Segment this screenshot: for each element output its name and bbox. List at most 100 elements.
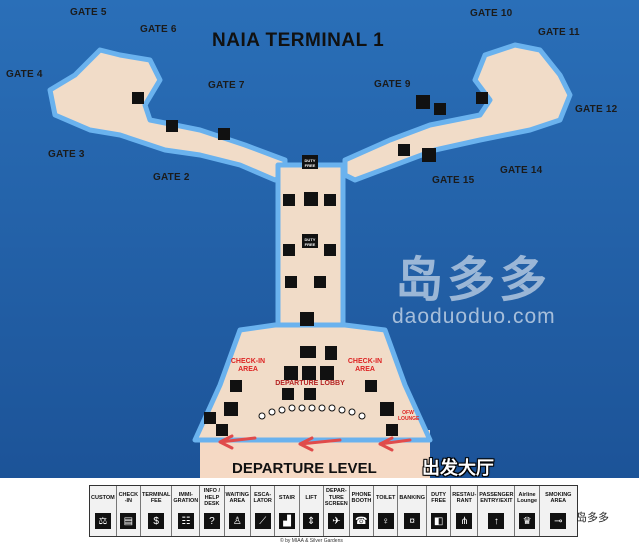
legend: CUSTOM ⚖ CHECK -IN ▤ TERMINAL FEE $ IMMI- GRAT… — [89, 485, 578, 537]
legend-item: PASSENGER ENTRY/EXIT ↑ — [478, 486, 516, 536]
escalator-icon — [324, 244, 336, 256]
gate-6-label: GATE 6 — [140, 24, 177, 35]
waiting-icon — [282, 388, 294, 400]
checkin-icon: ▤ — [120, 513, 137, 529]
duty-free-mid-label: DUTY FREE — [304, 237, 316, 247]
departure-icon: ✈ — [328, 513, 345, 529]
legend-item: CHECK -IN ▤ — [117, 486, 141, 536]
legend-item: DEPAR- TURE SCREEN ✈ — [324, 486, 350, 536]
legend-label: ESCA- LATOR — [253, 491, 272, 505]
watermark-url: daoduoduo.com — [392, 305, 556, 328]
legend-label: BANKING — [399, 494, 425, 501]
checkin-area-left: CHECK-IN AREA — [230, 358, 266, 373]
legend-label: WAITING AREA — [225, 491, 250, 505]
legend-item: SMOKING AREA⊸ — [540, 486, 577, 536]
legend-label: CUSTOM — [91, 494, 115, 501]
legend-label: DUTY FREE — [431, 491, 447, 505]
toilet-icon: ♀ — [377, 513, 394, 529]
lift-icon: ⇕ — [303, 513, 320, 529]
departure-icon — [320, 366, 334, 380]
legend-item: PHONE BOOTH ☎ — [350, 486, 375, 536]
restaurant-icon — [434, 103, 446, 115]
lift-icon — [285, 276, 297, 288]
banking-icon: ¤ — [404, 513, 421, 529]
info-icon — [302, 366, 316, 380]
checkin-area-right: CHECK-IN AREA — [347, 358, 383, 373]
legend-label: PASSENGER ENTRY/EXIT — [479, 491, 514, 505]
legend-item: LIFT ⇕ — [300, 486, 324, 536]
checkin-icon — [365, 380, 377, 392]
facility-icons — [132, 92, 488, 436]
entry-exit-icon: ↑ — [488, 513, 505, 529]
legend-label: TOILET — [375, 494, 396, 501]
restaurant-icon — [324, 194, 336, 206]
toilet-icon — [422, 148, 436, 162]
ofw-lounge-label: OFW LOUNGE — [398, 410, 420, 422]
phone-icon — [325, 346, 337, 360]
entry-exit-icon — [216, 424, 228, 436]
legend-item: TERMINAL FEE $ — [141, 486, 173, 536]
legend-label: DEPAR- TURE SCREEN — [324, 488, 348, 508]
gate-9-label: GATE 9 — [374, 79, 411, 90]
gate-12-label: GATE 12 — [575, 104, 618, 115]
legend-label: RESTAU- RANT — [452, 491, 477, 505]
departure-lobby-label: DEPARTURE LOBBY — [275, 380, 345, 387]
legend-item: WAITING AREA♙ — [225, 486, 252, 536]
credit-text: © by MIAA & Silver Gardens — [280, 538, 343, 544]
checkin-icon — [230, 380, 242, 392]
gate-3-label: GATE 3 — [48, 149, 85, 160]
legend-label: CHECK -IN — [118, 491, 139, 505]
smoking-icon — [283, 194, 295, 206]
stair-icon: ▟ — [278, 513, 295, 529]
legend-item: CUSTOM ⚖ — [90, 486, 117, 536]
terminal-fee-icon: $ — [148, 513, 165, 529]
escalator-icon — [218, 128, 230, 140]
gate-14-label: GATE 14 — [500, 165, 543, 176]
escalator-icon — [304, 388, 316, 400]
toilet-icon — [380, 402, 394, 416]
departure-level-cn-label: 出发大厅 — [422, 458, 494, 478]
restaurant-icon — [204, 412, 216, 424]
departure-icon — [284, 366, 298, 380]
legend-item: Airline Lounge ♛ — [515, 486, 540, 536]
legend-item: INFO / HELP DESK? — [200, 486, 225, 536]
legend-label: STAIR — [278, 494, 295, 501]
legend-item: ESCA- LATOR ⟋ — [251, 486, 276, 536]
banking-icon — [300, 346, 316, 358]
gate-7-label: GATE 7 — [208, 80, 245, 91]
checkin-counters — [258, 404, 366, 420]
legend-label: Airline Lounge — [517, 491, 537, 505]
duty-free-top-label: DUTY FREE — [304, 158, 316, 168]
toilet-icon — [304, 192, 318, 206]
entry-exit-icon — [386, 424, 398, 436]
legend-label: INFO / HELP DESK — [203, 488, 220, 508]
lounge-icon: ♛ — [519, 513, 536, 529]
legend-label: TERMINAL FEE — [142, 491, 171, 505]
restaurant-icon: ⋔ — [456, 513, 473, 529]
toilet-icon — [314, 276, 326, 288]
gate-10-label: GATE 10 — [470, 8, 513, 19]
legend-label: IMMI- GRATION — [173, 491, 199, 505]
customs-icon: ⚖ — [94, 513, 111, 529]
escalator-icon: ⟋ — [254, 513, 271, 529]
legend-item: IMMI- GRATION ☷ — [172, 486, 201, 536]
legend-item: DUTY FREE ◧ — [427, 486, 452, 536]
gate-15-label: GATE 15 — [432, 175, 475, 186]
legend-item: TOILET ♀ — [374, 486, 399, 536]
escalator-icon — [132, 92, 144, 104]
immigration-icon: ☷ — [177, 513, 194, 529]
duty-free-icon — [302, 155, 318, 169]
legend-label: LIFT — [305, 494, 318, 501]
legend-item: STAIR ▟ — [275, 486, 300, 536]
gate-5-label: GATE 5 — [70, 7, 107, 18]
phone-icon: ☎ — [353, 513, 370, 529]
escalator-icon — [166, 120, 178, 132]
duty-free-icon: ◧ — [430, 513, 447, 529]
escalator-icon — [476, 92, 488, 104]
gate-2-label: GATE 2 — [153, 172, 190, 183]
escalator-icon — [398, 144, 410, 156]
watermark-text: 岛多多 — [395, 254, 552, 307]
legend-label: PHONE BOOTH — [351, 491, 372, 505]
escalator-icon — [283, 244, 295, 256]
